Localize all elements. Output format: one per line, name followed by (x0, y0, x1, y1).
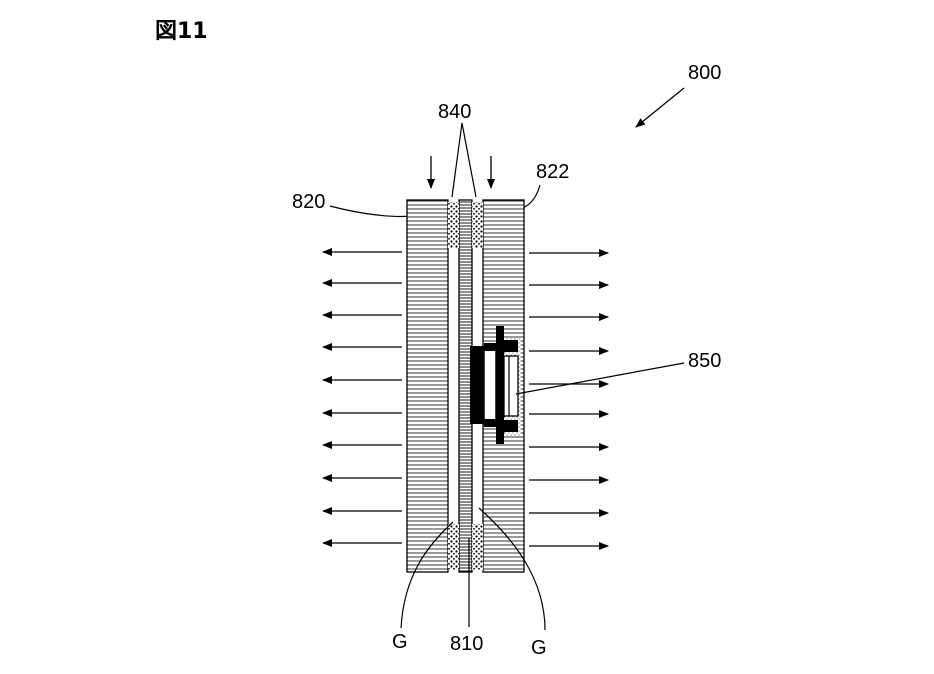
label-gap-right: G (531, 637, 547, 659)
left-arrows (322, 248, 402, 547)
right-arrows (529, 249, 609, 550)
label-850: 850 (688, 350, 721, 372)
label-800: 800 (688, 62, 721, 84)
leader-850 (515, 362, 685, 395)
arrow-800 (635, 87, 685, 128)
component-850 (470, 326, 521, 444)
left-plate (406, 199, 449, 573)
leader-820 (329, 205, 413, 218)
leader-840-right (461, 122, 477, 198)
top-seals (448, 202, 483, 248)
figure-title: 図11 (155, 19, 208, 44)
label-822: 822 (536, 161, 569, 183)
label-810: 810 (450, 633, 483, 655)
label-820: 820 (292, 191, 325, 213)
bottom-seals (448, 524, 483, 570)
leader-840-left (451, 122, 463, 198)
leader-gap-left (400, 521, 454, 629)
leader-gap-right (478, 507, 546, 631)
label-gap-left: G (392, 631, 408, 653)
label-840: 840 (438, 101, 471, 123)
